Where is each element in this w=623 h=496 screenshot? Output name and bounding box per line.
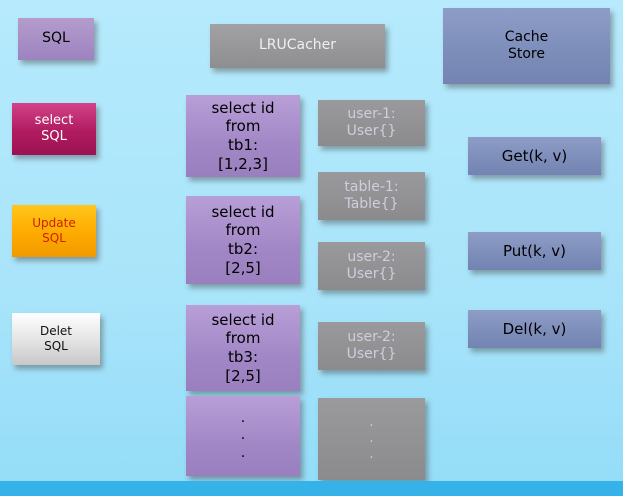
lrucacher-title-box: LRUCacher <box>210 24 385 68</box>
select-sql-box: select SQL <box>12 103 96 155</box>
delete-sql-box: Delet SQL <box>12 313 100 365</box>
cache-entry-user2-b: user-2: User{} <box>318 322 425 370</box>
cache-store-box: Cache Store <box>443 8 610 84</box>
cache-entry-user2: user-2: User{} <box>318 242 425 290</box>
cache-entry-ellipsis: . . . <box>318 398 425 480</box>
del-op-box: Del(k, v) <box>468 310 601 348</box>
cache-entry-user1: user-1: User{} <box>318 100 425 146</box>
cache-entry-table1: table-1: Table{} <box>318 172 425 220</box>
get-op-box: Get(k, v) <box>468 137 601 175</box>
query-box-tb1: select id from tb1: [1,2,3] <box>186 95 300 177</box>
put-op-box: Put(k, v) <box>468 232 601 270</box>
update-sql-box: Update SQL <box>12 205 96 257</box>
bottom-blue-strip <box>0 481 623 496</box>
query-box-tb2: select id from tb2: [2,5] <box>186 196 300 284</box>
sql-box: SQL <box>18 18 94 60</box>
query-box-tb3: select id from tb3: [2,5] <box>186 305 300 391</box>
query-box-ellipsis: . . . <box>186 396 300 476</box>
